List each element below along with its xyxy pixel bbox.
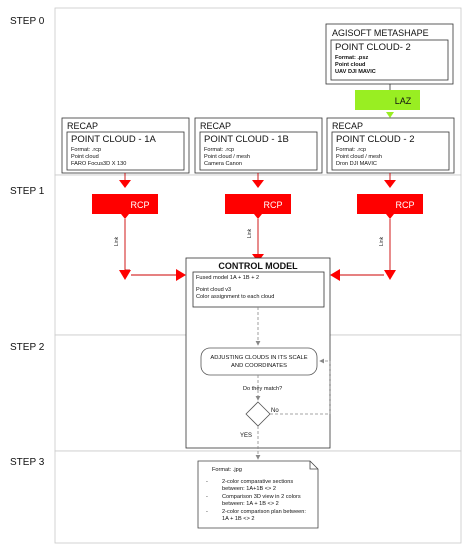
agisoft-header: AGISOFT METASHAPE (332, 28, 429, 38)
recap-box-1a: RECAP POINT CLOUD - 1A Format: .rcp Poin… (61, 117, 190, 174)
step-3-label: STEP 3 (10, 457, 45, 468)
recap-1b-line-2: Point cloud / mesh (204, 154, 250, 160)
yes-label: YES (240, 433, 252, 439)
output-item-1-line-1: 2-color comparative sections (222, 479, 293, 485)
no-label: No (271, 408, 279, 414)
step-0-label: STEP 0 (10, 16, 45, 27)
control-model-title: CONTROL MODEL (218, 261, 298, 271)
output-bullet-3: - (206, 509, 208, 515)
rcp-1a-arrowhead (121, 214, 129, 219)
rcp-1b-arrowhead (254, 214, 262, 219)
laz-label: LAZ (395, 96, 412, 106)
link-label-1a: Link (114, 236, 120, 246)
output-item-2-line-1: Comparison 3D view in 2 colors (222, 494, 301, 500)
recap-1b-title: POINT CLOUD - 1B (204, 134, 289, 145)
step-2-label: STEP 2 (10, 342, 45, 353)
rcp-1b-label: RCP (263, 200, 282, 210)
recap-2-header: RECAP (332, 121, 363, 131)
recap-box-2: RECAP POINT CLOUD - 2 Format: .rcp Point… (326, 117, 455, 174)
recap-arrows (119, 173, 396, 188)
recap-2-line-2: Point cloud / mesh (336, 154, 382, 160)
recap-box-1b: RECAP POINT CLOUD - 1B Format: .rcp Poin… (194, 117, 323, 174)
adjust-process-box: ADJUSTING CLOUDS IN ITS SCALE AND COORDI… (200, 347, 318, 376)
rcp-box-2: RCP (357, 194, 423, 214)
recap-1a-header: RECAP (67, 121, 98, 131)
link-connectors (124, 219, 391, 270)
agisoft-metashape-box: AGISOFT METASHAPE POINT CLOUD- 2 Format:… (325, 23, 454, 85)
rcp-2-arrowhead (386, 214, 394, 219)
control-model-box: CONTROL MODEL Fused model 1A + 1B + 2 Po… (192, 261, 325, 308)
step-1-label: STEP 1 (10, 186, 45, 197)
output-item-1-line-2: between: 1A+1B <> 2 (222, 486, 276, 492)
rcp-2-label: RCP (395, 200, 414, 210)
rcp-box-1a: RCP (92, 194, 158, 214)
link-label-2: Link (379, 236, 385, 246)
output-item-3-line-1: 2-color comparison plan between: (222, 509, 306, 515)
agisoft-line-3: UAV DJI MAVIC (335, 69, 376, 75)
rcp-1a-label: RCP (130, 200, 149, 210)
recap-1b-line-1: Format: .rcp (204, 147, 234, 153)
recap-2-line-3: Dron DJI MAVIC (336, 161, 377, 167)
recap-2-line-1: Format: .rcp (336, 147, 366, 153)
recap-1b-line-3: Camera Canon (204, 161, 242, 167)
link-label-1b: Link (247, 228, 253, 238)
adjust-line-2: AND COORDINATES (231, 363, 287, 369)
recap-1a-line-1: Format: .rcp (71, 147, 101, 153)
control-model-line-1: Fused model 1A + 1B + 2 (196, 275, 259, 281)
control-model-line-3: Point cloud v3 (196, 287, 231, 293)
output-bullet-1: - (206, 479, 208, 485)
recap-1a-line-3: FARO Focus3D X 130 (71, 161, 126, 167)
agisoft-line-1: Format: .psz (335, 55, 368, 61)
laz-box (355, 90, 420, 110)
recap-1a-line-2: Point cloud (71, 154, 99, 160)
output-bullet-2: - (206, 494, 208, 500)
laz-arrow (386, 112, 394, 118)
agisoft-title: POINT CLOUD- 2 (335, 42, 411, 53)
recap-1b-header: RECAP (200, 121, 231, 131)
decision-question: Do they match? (243, 386, 282, 392)
no-loop-connector (270, 358, 331, 415)
rcp-box-1b: RCP (225, 194, 291, 214)
output-format: Format: .jpg (212, 467, 242, 473)
output-item-2-line-2: between: 1A + 1B <> 2 (222, 501, 279, 507)
output-document: Format: .jpg - 2-color comparative secti… (197, 460, 319, 529)
recap-1a-title: POINT CLOUD - 1A (71, 134, 156, 145)
control-model-line-4: Color assignment to each cloud (196, 294, 274, 300)
recap-2-title: POINT CLOUD - 2 (336, 134, 414, 145)
agisoft-line-2: Point cloud (335, 62, 366, 68)
adjust-line-1: ADJUSTING CLOUDS IN ITS SCALE (210, 355, 307, 361)
output-item-3-line-2: 1A + 1B <> 2 (222, 516, 255, 522)
